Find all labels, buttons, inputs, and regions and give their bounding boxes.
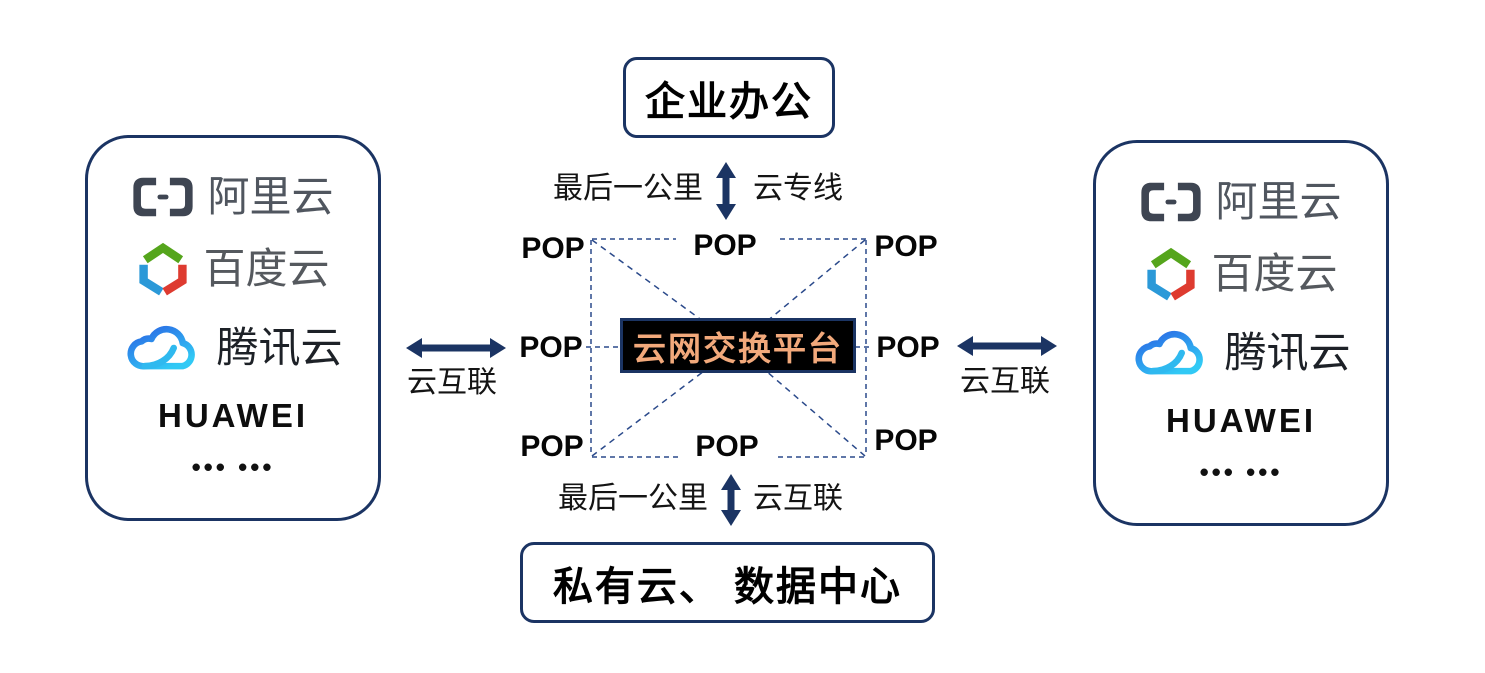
tencent-cloud-logo: 腾讯云	[123, 320, 343, 376]
cloud-dedicated-line-label: 云专线	[753, 172, 843, 205]
pop-node-bottom-center: POP	[695, 430, 759, 463]
pop-node-middle-right: POP	[876, 331, 940, 364]
pop-node-bottom-right: POP	[874, 424, 938, 457]
pop-node-middle-left: POP	[519, 331, 583, 364]
tencent-cloud-logo: 腾讯云	[1131, 325, 1351, 381]
alibaba-cloud-logo: 阿里云	[132, 173, 334, 221]
cloud-network-exchange-platform-node: 云网交换平台	[620, 318, 856, 373]
alibaba-cloud-label: 阿里云	[207, 173, 334, 221]
tencent-cloud-icon	[1136, 331, 1204, 375]
tencent-cloud-label: 腾讯云	[216, 324, 343, 372]
baidu-cloud-logo: 百度云	[136, 240, 330, 298]
last-mile-label-bottom: 最后一公里	[558, 482, 708, 515]
double-arrows	[406, 162, 1057, 526]
private-cloud-datacenter-node: 私有云、 数据中心	[520, 542, 935, 623]
alibaba-cloud-brackets-icon	[1141, 182, 1202, 222]
private-cloud-datacenter-label: 私有云、 数据中心	[552, 564, 903, 609]
tencent-cloud-label: 腾讯云	[1224, 329, 1351, 377]
cloud-interconnect-label-left: 云互联	[407, 366, 497, 399]
enterprise-office-label: 企业办公	[645, 79, 813, 124]
huawei-label: HUAWEI	[1166, 401, 1316, 439]
more-providers-ellipsis: ••• •••	[1199, 456, 1283, 487]
cloud-providers-panel-right: 阿里云 百度云 腾讯云 HUAWEI ••• •••	[1093, 140, 1389, 526]
alibaba-cloud-label: 阿里云	[1215, 178, 1342, 226]
alibaba-cloud-brackets-icon	[133, 177, 194, 217]
pop-node-bottom-left: POP	[520, 430, 584, 463]
baidu-cloud-label: 百度云	[203, 245, 330, 293]
enterprise-office-node: 企业办公	[623, 57, 835, 138]
pop-mesh-diagonals	[591, 239, 866, 457]
pop-node-top-center: POP	[693, 229, 757, 262]
alibaba-cloud-logo: 阿里云	[1140, 178, 1342, 226]
last-mile-label-top: 最后一公里	[553, 172, 703, 205]
exchange-platform-label: 云网交换平台	[633, 329, 843, 367]
more-providers-ellipsis: ••• •••	[191, 451, 275, 482]
pop-node-top-left: POP	[521, 232, 585, 265]
cloud-interconnect-label-bottom: 云互联	[753, 482, 843, 515]
baidu-cloud-cube-icon	[1147, 248, 1196, 301]
cloud-interconnect-label-right: 云互联	[960, 365, 1050, 398]
huawei-label: HUAWEI	[158, 396, 308, 434]
pop-mesh-dashed-rect	[586, 238, 872, 458]
baidu-cloud-cube-icon	[139, 243, 188, 296]
baidu-cloud-logo: 百度云	[1144, 245, 1338, 303]
baidu-cloud-label: 百度云	[1211, 250, 1338, 298]
tencent-cloud-icon	[128, 326, 196, 370]
pop-node-top-right: POP	[874, 230, 938, 263]
cloud-providers-panel-left: 阿里云 百度云 腾讯云 HUAWEI ••• •••	[85, 135, 381, 521]
